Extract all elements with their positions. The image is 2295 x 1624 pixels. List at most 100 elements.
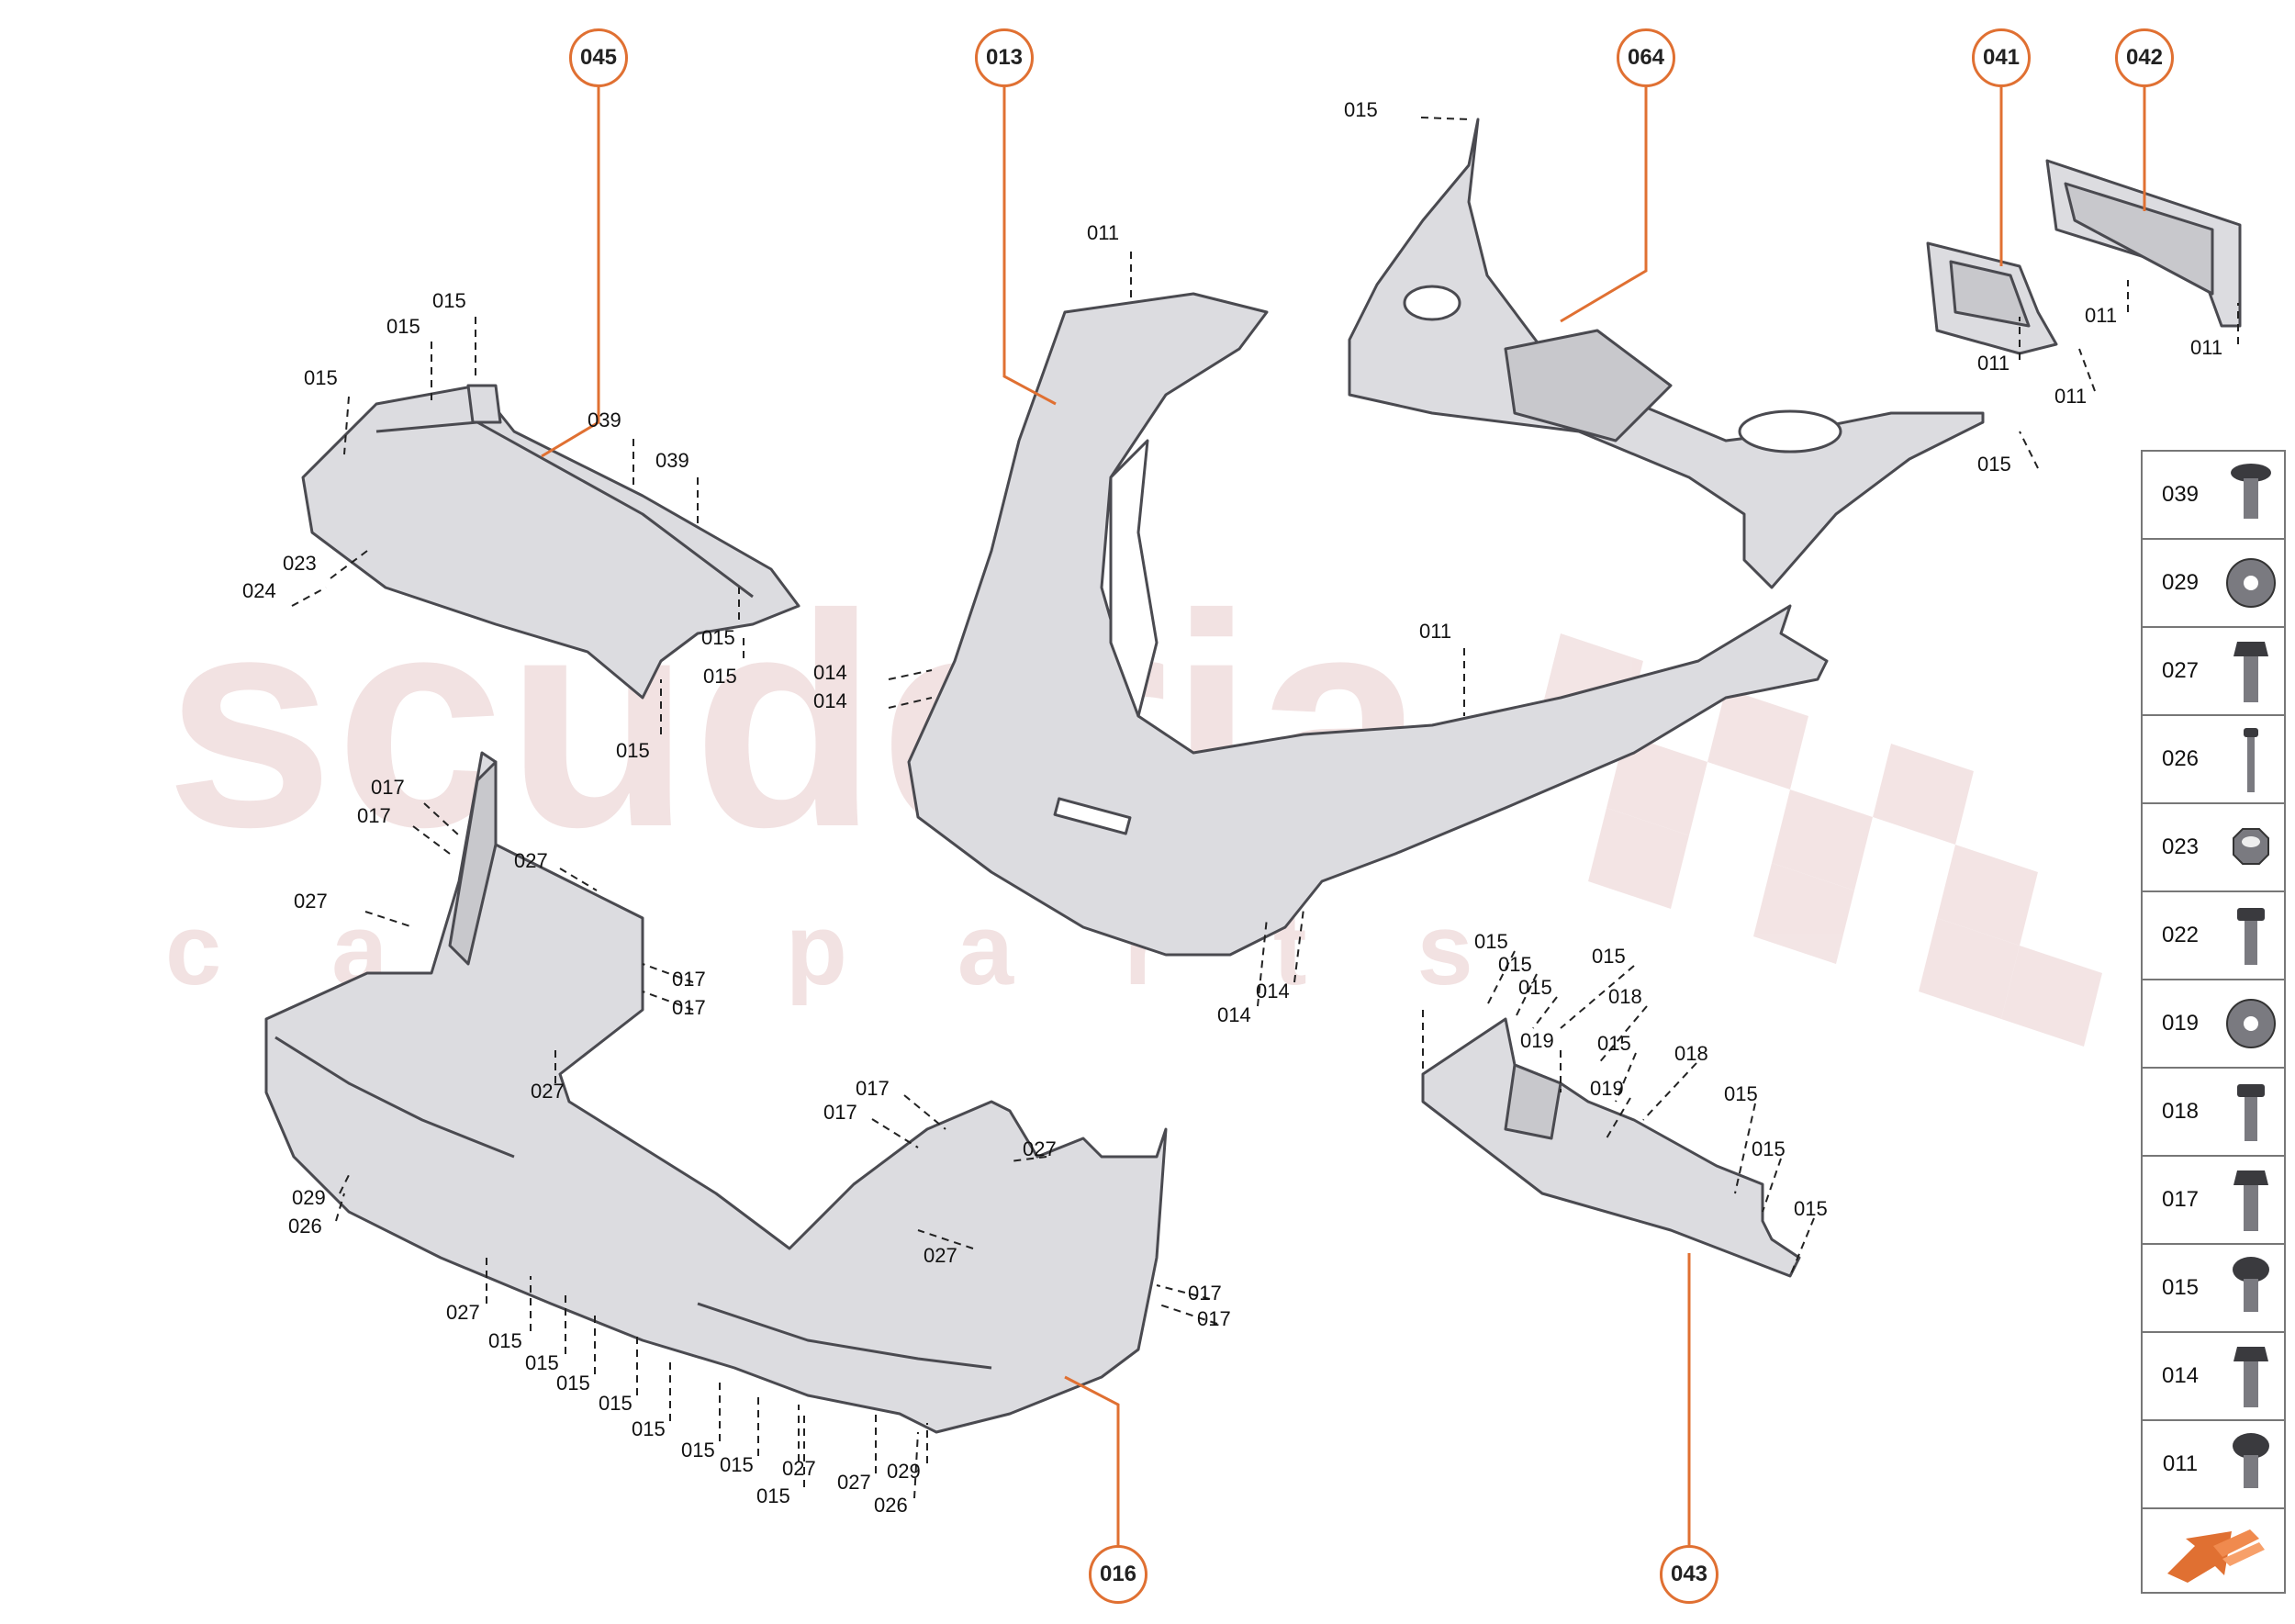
hex-bolt-icon	[2218, 634, 2284, 708]
screw-icon	[2218, 1075, 2284, 1148]
dashed-reference-line	[1762, 1158, 1782, 1213]
part-045-shape	[301, 384, 800, 700]
part-reference-label: 017	[1197, 1307, 1231, 1330]
dashed-reference-line	[1789, 1217, 1815, 1277]
part-reference-label: 015	[556, 1372, 590, 1394]
part-reference-label: 014	[813, 689, 847, 712]
hex-bolt-icon	[2218, 1163, 2284, 1237]
legend-code: 039	[2161, 482, 2200, 507]
part-reference-label: 027	[294, 890, 328, 913]
dashed-reference-line	[1486, 950, 1516, 1006]
part-reference-label: 014	[1217, 1003, 1251, 1026]
legend-row-027[interactable]: 027	[2143, 628, 2284, 716]
legend-code: 023	[2161, 834, 2200, 859]
part-042-shape	[2045, 159, 2242, 328]
callout-041[interactable]: 041	[1972, 28, 2031, 87]
legend-row-015[interactable]: 015	[2143, 1245, 2284, 1333]
callout-045[interactable]: 045	[569, 28, 628, 87]
part-016-shape	[264, 751, 1168, 1434]
washer-icon	[2218, 987, 2284, 1060]
part-reference-label: 027	[514, 849, 548, 872]
part-reference-label: 027	[446, 1301, 480, 1324]
legend-row-011[interactable]: 011	[2143, 1421, 2284, 1509]
callout-042[interactable]: 042	[2115, 28, 2174, 87]
part-reference-label: 015	[701, 626, 735, 649]
part-reference-label: 014	[813, 661, 847, 684]
callout-064[interactable]: 064	[1617, 28, 1675, 87]
dashed-reference-line	[1156, 1303, 1218, 1325]
checkered-flag-watermark	[1542, 633, 2102, 1047]
part-reference-label: 015	[1344, 98, 1378, 121]
part-reference-label: 023	[283, 552, 317, 575]
part-reference-label: 015	[616, 739, 650, 762]
callout-013[interactable]: 013	[975, 28, 1034, 87]
torx-bolt-icon	[2218, 1251, 2284, 1325]
nut-icon	[2218, 811, 2284, 884]
legend-code: 029	[2161, 570, 2200, 595]
part-reference-label: 027	[1023, 1137, 1057, 1160]
part-reference-label: 029	[887, 1460, 921, 1483]
dashed-reference-line	[642, 991, 694, 1011]
part-reference-label: 029	[292, 1186, 326, 1209]
dashed-reference-line	[1615, 1052, 1637, 1103]
legend-code: 026	[2161, 746, 2200, 771]
dashed-reference-line	[2019, 431, 2039, 469]
part-reference-label: 015	[304, 366, 338, 389]
legend-code: 018	[2161, 1099, 2200, 1124]
legend-row-029[interactable]: 029	[2143, 540, 2284, 628]
dashed-reference-line	[1293, 908, 1304, 983]
part-reference-label: 017	[357, 804, 391, 827]
dashed-reference-line	[339, 1174, 350, 1194]
part-reference-label: 017	[672, 996, 706, 1019]
part-reference-label: 017	[823, 1101, 857, 1124]
part-reference-label: 011	[1419, 620, 1452, 643]
callout-043[interactable]: 043	[1660, 1545, 1718, 1604]
part-reference-label: 015	[386, 315, 420, 338]
dashed-reference-line	[903, 1094, 946, 1130]
part-reference-label: 017	[856, 1077, 890, 1100]
legend-row-026[interactable]: 026	[2143, 716, 2284, 804]
dashed-reference-line	[642, 963, 694, 983]
dashed-reference-line	[364, 911, 414, 928]
flanged-bolt-icon	[2218, 458, 2284, 532]
part-reference-label: 027	[837, 1471, 871, 1494]
part-reference-label: 018	[1674, 1042, 1708, 1065]
legend-code: 022	[2161, 923, 2200, 947]
part-reference-label: 015	[1597, 1032, 1631, 1055]
legend-row-022[interactable]: 022	[2143, 892, 2284, 980]
dashed-reference-line	[888, 669, 933, 680]
part-reference-label: 026	[288, 1215, 322, 1238]
legend-row-039[interactable]: 039	[2143, 452, 2284, 540]
callout-016[interactable]: 016	[1089, 1545, 1148, 1604]
part-reference-label: 015	[1794, 1197, 1828, 1220]
dashed-reference-line	[917, 1229, 974, 1249]
long-screw-icon	[2218, 722, 2284, 796]
part-reference-label: 015	[1592, 945, 1626, 968]
legend-row-023[interactable]: 023	[2143, 804, 2284, 892]
part-reference-label: 015	[703, 665, 737, 688]
part-reference-label: 015	[632, 1417, 666, 1440]
legend-row-014[interactable]: 014	[2143, 1333, 2284, 1421]
part-reference-label: 026	[874, 1494, 908, 1517]
dashed-reference-line	[343, 396, 350, 455]
dashed-reference-line	[1156, 1284, 1211, 1300]
legend-code: 011	[2162, 1451, 2199, 1476]
dashed-reference-line	[888, 697, 933, 709]
part-reference-label: 015	[720, 1453, 754, 1476]
dashed-reference-line	[1734, 1103, 1756, 1194]
part-043-shape	[1421, 1017, 1801, 1278]
dashed-reference-line	[1606, 1097, 1631, 1139]
part-reference-label: 017	[672, 968, 706, 991]
next-page-arrow-icon[interactable]	[2143, 1509, 2284, 1592]
part-reference-label: 027	[782, 1457, 816, 1480]
legend-row-018[interactable]: 018	[2143, 1069, 2284, 1157]
part-reference-label: 014	[1256, 980, 1290, 1002]
part-reference-label: 015	[1752, 1137, 1786, 1160]
washer-icon	[2218, 546, 2284, 620]
legend-row-019[interactable]: 019	[2143, 980, 2284, 1069]
part-041-shape	[1926, 241, 2058, 355]
part-reference-label: 015	[525, 1351, 559, 1374]
legend-row-017[interactable]: 017	[2143, 1157, 2284, 1245]
